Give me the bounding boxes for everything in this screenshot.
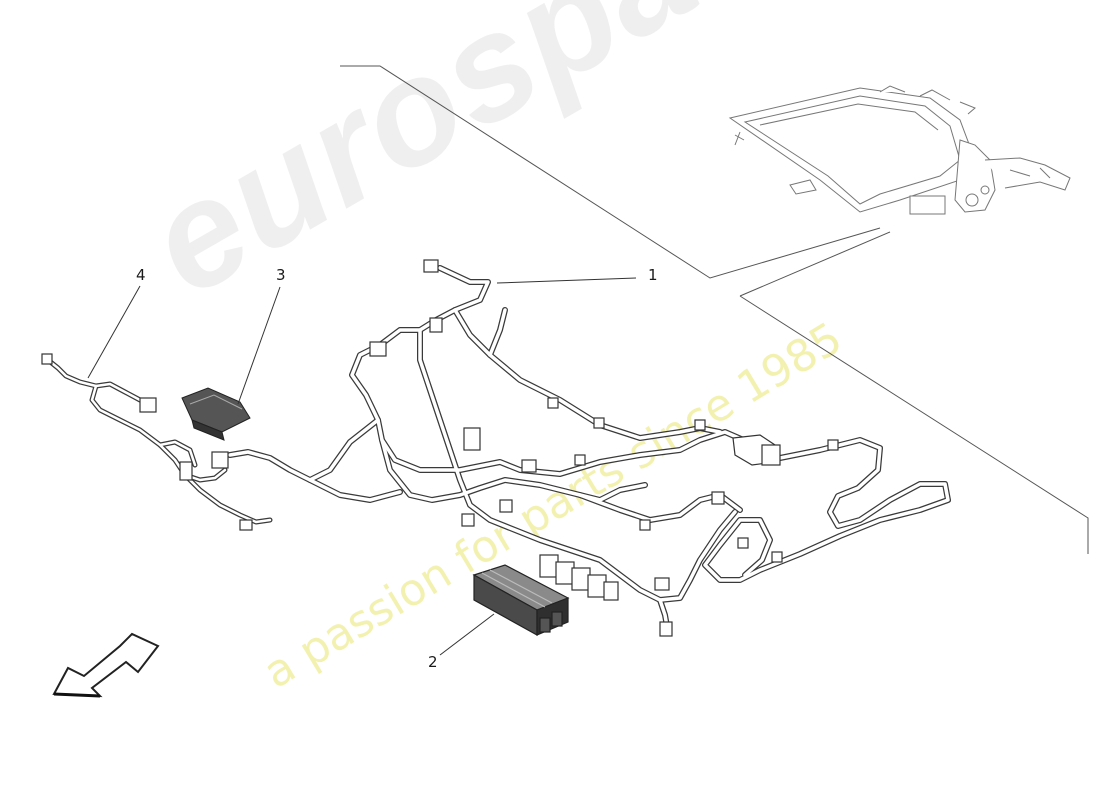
callout-4: 4 xyxy=(136,266,146,284)
main-wiring-harness xyxy=(227,265,951,635)
car-roof-overview xyxy=(728,85,1071,215)
callout-1: 1 xyxy=(648,266,658,284)
secondary-wiring-harness xyxy=(45,357,273,525)
harness-connectors xyxy=(369,259,839,637)
callout-2: 2 xyxy=(428,653,438,671)
control-module xyxy=(472,564,570,637)
secondary-harness-connectors xyxy=(41,353,253,531)
callout-3: 3 xyxy=(276,266,286,284)
connector-bank xyxy=(539,554,619,601)
overview-frame xyxy=(340,65,1089,554)
component-3-module xyxy=(181,387,251,441)
leader-lines xyxy=(87,277,637,656)
front-direction-arrow-icon xyxy=(52,632,160,698)
